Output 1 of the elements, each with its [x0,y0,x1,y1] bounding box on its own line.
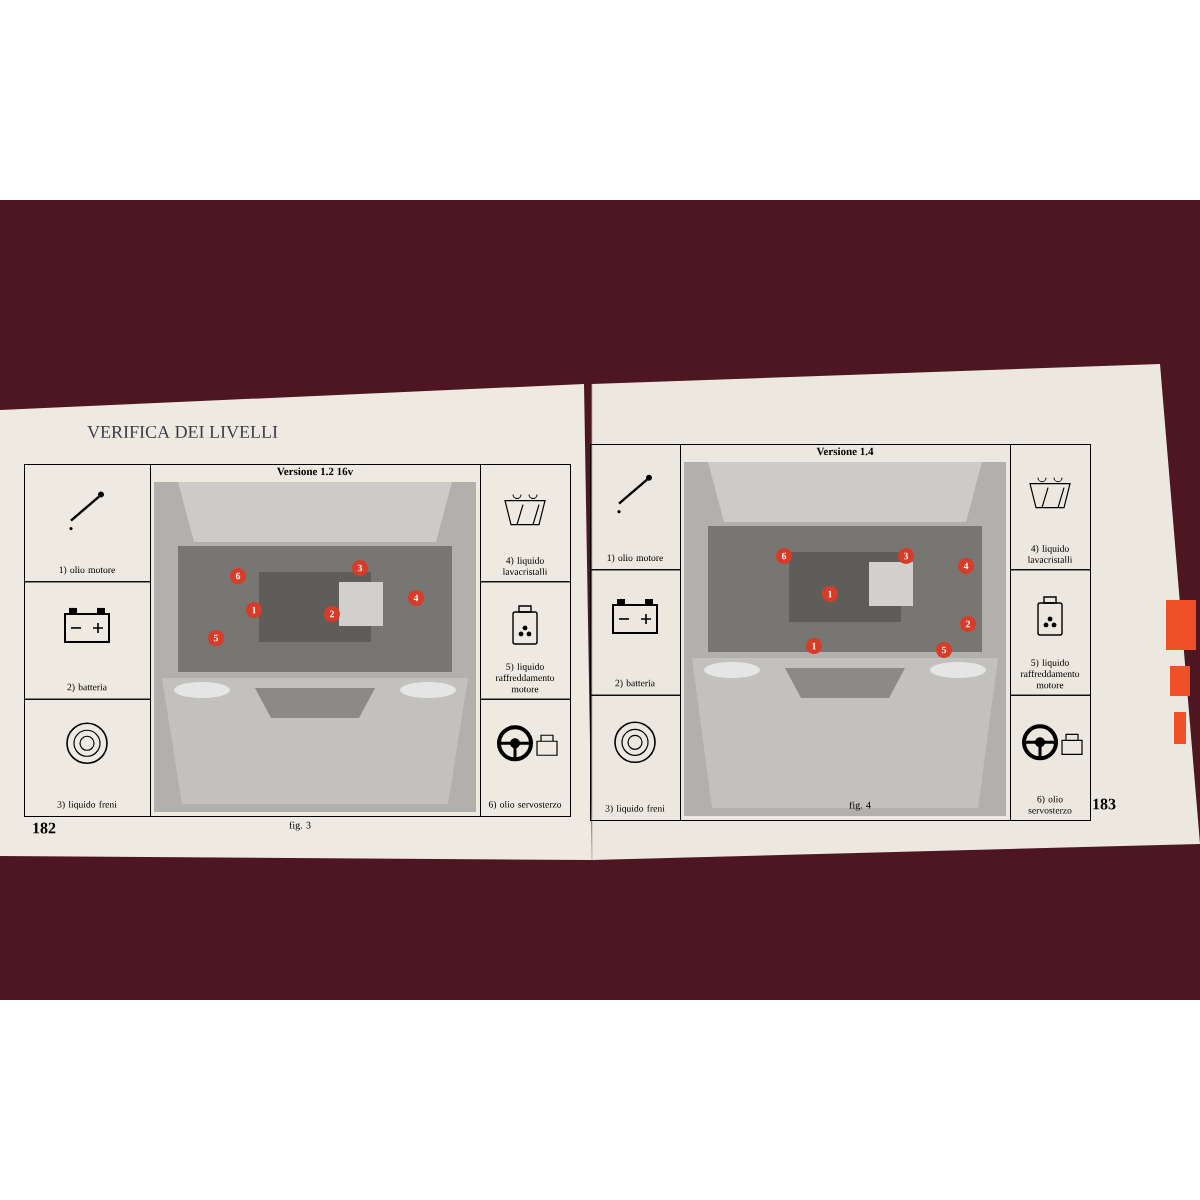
page-title: VERIFICA DEI LIVELLI [87,425,278,439]
